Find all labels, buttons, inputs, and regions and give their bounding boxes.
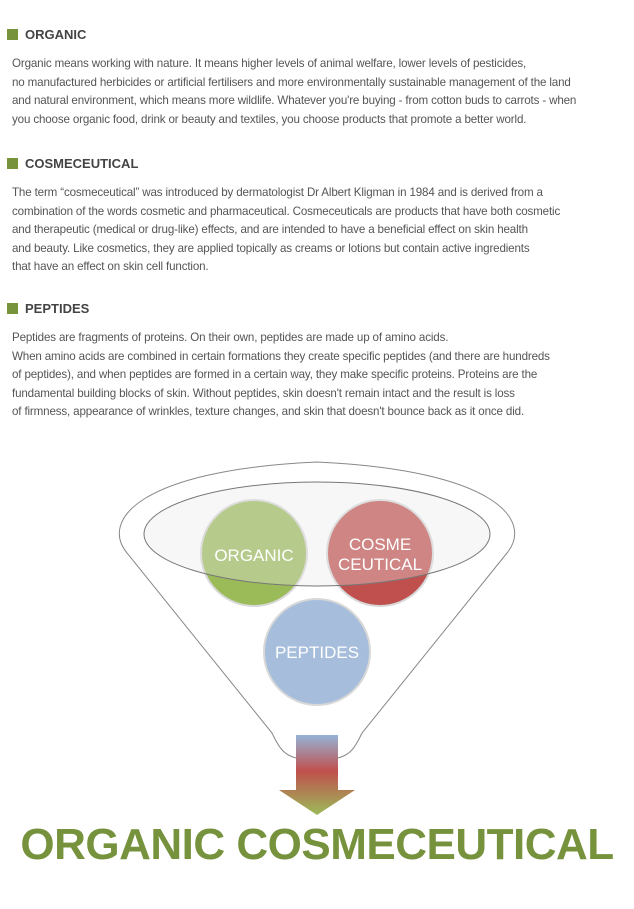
- section-heading-organic: ORGANIC: [7, 27, 86, 42]
- peptides-circle: [263, 598, 371, 706]
- bullet-square-icon: [7, 158, 18, 169]
- organic-circle: [200, 499, 308, 607]
- section-heading-peptides: PEPTIDES: [7, 301, 89, 316]
- result-title: ORGANIC COSMECEUTICAL: [20, 820, 614, 869]
- peptides-label: PEPTIDES: [275, 643, 359, 662]
- cosmeceutical-circle: [326, 499, 434, 607]
- section-heading-cosmeceutical: COSMECEUTICAL: [7, 156, 138, 171]
- down-arrow-icon: [279, 735, 355, 815]
- peptides-text: Peptides are fragments of proteins. On t…: [12, 331, 550, 418]
- organic-text: Organic means working with nature. It me…: [12, 57, 577, 126]
- cosmeceutical-text: The term “cosmeceutical” was introduced …: [12, 186, 561, 273]
- cosme-label-1: COSME: [349, 535, 411, 554]
- bullet-square-icon: [7, 29, 18, 40]
- cosme-label-2: CEUTICAL: [338, 555, 422, 574]
- organic-label: ORGANIC: [214, 546, 293, 565]
- funnel-rim: [143, 481, 491, 587]
- bullet-square-icon: [7, 303, 18, 314]
